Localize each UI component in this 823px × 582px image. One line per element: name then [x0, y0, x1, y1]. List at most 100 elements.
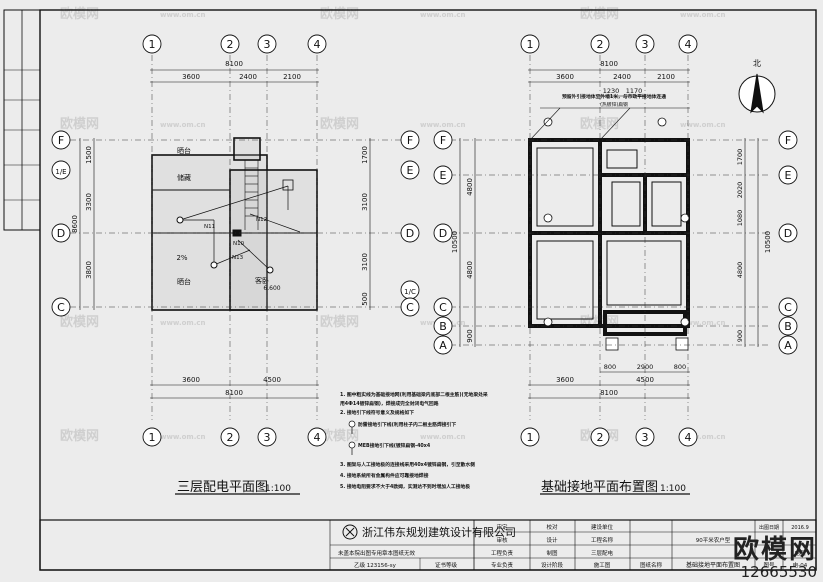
left-axis-bottom-bubble — [220, 427, 240, 447]
left-axis-top-bubble-label: 1 — [149, 38, 156, 51]
right-plan-scale: 1:100 — [660, 484, 686, 494]
dim-bottom: 3600 — [182, 376, 200, 384]
title-cell: 图纸名称 — [640, 561, 663, 569]
right-axis-bottom-bubble-label: 2 — [597, 431, 604, 444]
right-axis-top-bubble-label: 2 — [597, 38, 604, 51]
right-axis-right-bubble-label: C — [784, 301, 792, 314]
dim-top-sub: 1230 — [603, 87, 620, 95]
dim-bottom: 4500 — [263, 376, 281, 384]
right-axis-right-bubble — [778, 335, 798, 355]
title-cell: 工程名称 — [591, 536, 614, 544]
title-cell: 设计阶段 — [541, 561, 564, 569]
watermark-url: www.om.cn — [420, 121, 466, 129]
brand-name: 欧模网 — [732, 535, 817, 565]
dim-top-total: 8100 — [225, 60, 243, 68]
left-axis-right-bubble-label: E — [407, 164, 414, 177]
left-axis-bottom-bubble-label: 1 — [149, 431, 156, 444]
note-line: 4. 接地系统所有金属构件应可靠接地焊接 — [340, 472, 429, 479]
dim-bottom-sub: 800 — [674, 363, 686, 371]
watermark-url: www.om.cn — [680, 11, 726, 19]
circuit-label: N10 — [233, 241, 245, 247]
dim-right: 3100 — [361, 193, 369, 211]
dim-right: 1700 — [361, 146, 369, 164]
watermark-url: www.om.cn — [680, 433, 726, 441]
left-axis-left-bubble-label: 1/E — [55, 168, 66, 176]
right-axis-right-bubble — [778, 165, 798, 185]
ground-note: 预留外引接地体至外墙1米，与市政平接地体连通 — [562, 93, 666, 100]
circuit-label: N11 — [204, 224, 215, 230]
left-axis-left-bubble — [51, 130, 71, 150]
dim-right: 900 — [736, 330, 744, 342]
dim-left-total: 10500 — [451, 231, 459, 253]
right-axis-bottom-bubble — [635, 427, 655, 447]
title-cell: 审定 — [496, 523, 508, 531]
left-axis-top-bubble-label: 2 — [227, 38, 234, 51]
left-axis-top-bubble — [220, 34, 240, 54]
right-axis-right-bubble — [778, 130, 798, 150]
dim-right: 500 — [361, 292, 369, 305]
left-axis-top-bubble — [307, 34, 327, 54]
watermark-text: 欧模网 — [60, 314, 99, 330]
right-axis-left-bubble — [433, 335, 453, 355]
right-axis-left-bubble — [433, 316, 453, 336]
right-axis-bottom-bubble — [678, 427, 698, 447]
left-plan — [70, 55, 405, 420]
watermark-url: www.om.cn — [680, 319, 726, 327]
right-axis-left-bubble-label: C — [439, 301, 447, 314]
dim-bottom-total: 8100 — [225, 389, 243, 397]
company-logo-icon — [342, 524, 358, 540]
right-axis-bottom-bubble-label: 3 — [642, 431, 649, 444]
dim-top-sub: 1170 — [626, 87, 643, 95]
room-label: 2% — [176, 254, 187, 262]
dim-right: 4800 — [736, 262, 744, 279]
title-cell: 施工图 — [594, 561, 611, 569]
left-axis-right-bubble — [400, 223, 420, 243]
left-plan-title: 三层配电平面图 — [177, 480, 268, 495]
right-axis-left-bubble-label: F — [440, 134, 446, 147]
dim-top: 2400 — [239, 73, 257, 81]
right-axis-right-bubble-label: B — [784, 320, 792, 333]
note-line: 1. 图中粗实线为基础接地网(利用基础梁内底部二根主筋)(无地梁处采 — [340, 391, 488, 398]
dim-top: 3600 — [182, 73, 200, 81]
room-label: 客卧 — [255, 276, 269, 285]
note-line: 用4Ф14镀锌扁钢)，焊接成完全封闭电气回路 — [339, 400, 439, 407]
watermark-url: www.om.cn — [420, 433, 466, 441]
left-plan-scale: 1:100 — [265, 484, 291, 494]
left-axis-right-bubble-label: F — [407, 134, 413, 147]
right-axis-top-bubble-label: 4 — [685, 38, 692, 51]
left-axis-top-bubble-label: 4 — [314, 38, 321, 51]
cert-value: 乙级 123156-sy — [354, 561, 397, 569]
dim-left: 1500 — [85, 146, 93, 164]
north-arrow-icon — [738, 73, 776, 114]
watermark-text: 欧模网 — [580, 6, 619, 22]
watermark-url: www.om.cn — [160, 11, 206, 19]
title-cell: 校对 — [546, 523, 558, 531]
brand-badge: 欧模网 12665530 — [733, 537, 817, 580]
right-axis-left-bubble-label: E — [440, 169, 447, 182]
dim-left: 4800 — [466, 178, 474, 196]
dim-left: 3800 — [85, 261, 93, 279]
left-axis-right-bubble — [400, 160, 420, 180]
watermark-url: www.om.cn — [160, 121, 206, 129]
right-axis-top-bubble — [590, 34, 610, 54]
title-block — [39, 519, 817, 571]
sheet-label: 图号 — [763, 561, 775, 569]
watermark-url: www.om.cn — [680, 121, 726, 129]
left-axis-bottom-bubble — [257, 427, 277, 447]
left-axis-right-bubble — [400, 130, 420, 150]
left-axis-top-bubble-label: 3 — [264, 38, 271, 51]
watermark-text: 欧模网 — [60, 6, 99, 22]
dim-left-total: 8600 — [71, 215, 79, 233]
right-axis-bottom-bubble-label: 4 — [685, 431, 692, 444]
right-axis-left-bubble-label: A — [439, 339, 447, 352]
left-axis-right-bubble-label: D — [406, 227, 414, 240]
right-axis-top-bubble — [678, 34, 698, 54]
right-axis-left-bubble — [433, 297, 453, 317]
watermark-url: www.om.cn — [160, 433, 206, 441]
dim-bottom: 3600 — [556, 376, 574, 384]
ground-note-2: (热镀锌)扁钢 — [600, 101, 628, 108]
right-axis-left-bubble — [433, 130, 453, 150]
right-axis-left-bubble-label: D — [439, 227, 447, 240]
title-cell: 专业负责 — [491, 561, 514, 569]
